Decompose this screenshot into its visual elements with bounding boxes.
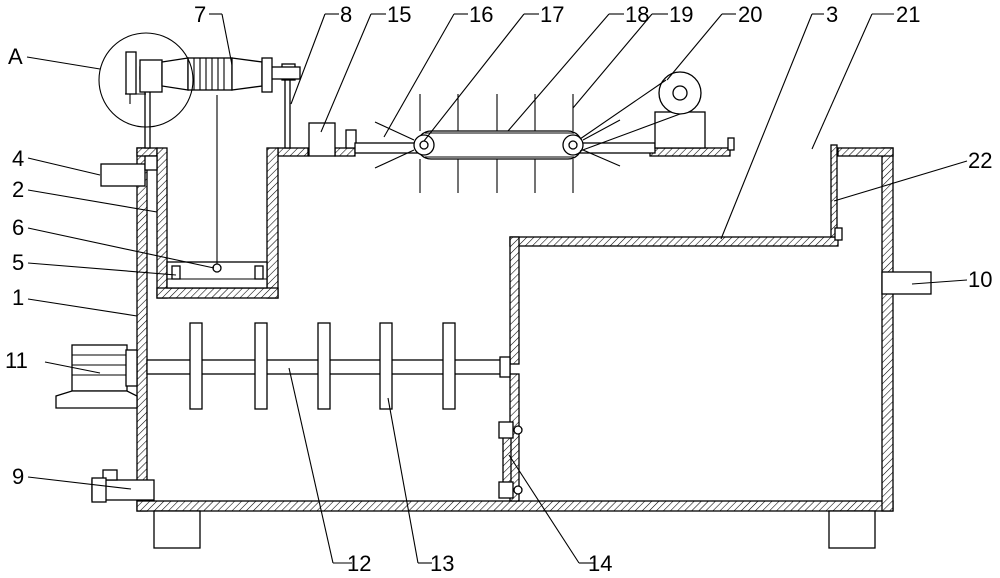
label-20: 20 [738,2,762,27]
partition [509,236,839,502]
label-1: 1 [12,285,24,310]
partition-gate [498,421,523,499]
label-19: 19 [669,2,693,27]
stirring-motor [55,344,138,409]
label-12: 12 [347,551,371,576]
label-9: 9 [12,464,24,489]
conveyor-assembly [308,71,735,193]
inlet-pipe [100,155,158,187]
label-A: A [8,44,23,69]
screen-plate [830,144,843,241]
label-11: 11 [5,348,28,373]
label-8: 8 [340,2,352,27]
label-14: 14 [588,551,612,576]
stirring-shaft [146,322,511,410]
label-15: 15 [387,2,411,27]
reference-labels: A 7 8 15 16 17 18 19 20 3 21 4 2 6 5 1 1… [5,2,992,576]
detail-circle-A [98,32,194,128]
label-3: 3 [826,2,838,27]
label-10: 10 [968,267,992,292]
left-foot [153,510,201,549]
label-4: 4 [12,146,24,171]
label-18: 18 [625,2,649,27]
label-22: 22 [968,148,992,173]
label-16: 16 [469,2,493,27]
label-5: 5 [12,250,24,275]
label-2: 2 [12,177,24,202]
right-foot [828,510,876,549]
label-13: 13 [430,551,454,576]
drain-valve [91,469,155,503]
leader-lines [26,13,968,564]
label-17: 17 [540,2,564,27]
label-7: 7 [194,2,206,27]
hoist-assembly [125,51,301,149]
label-21: 21 [896,2,920,27]
label-6: 6 [12,215,24,240]
